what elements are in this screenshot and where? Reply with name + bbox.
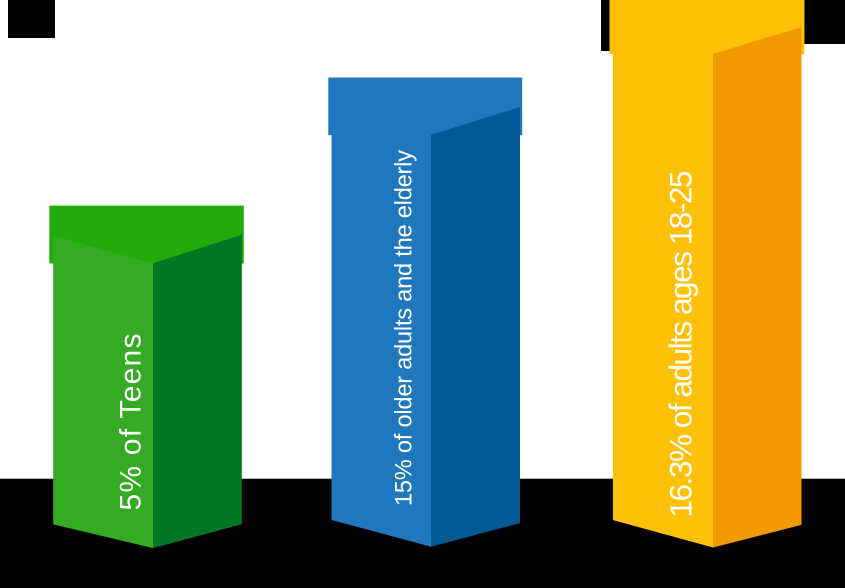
- svg-text:15% of older adults and the el: 15% of older adults and the elderly: [391, 150, 417, 506]
- svg-text:5% of Teens: 5% of Teens: [114, 334, 147, 511]
- svg-text:16.3% of adults ages 18-25: 16.3% of adults ages 18-25: [662, 171, 698, 518]
